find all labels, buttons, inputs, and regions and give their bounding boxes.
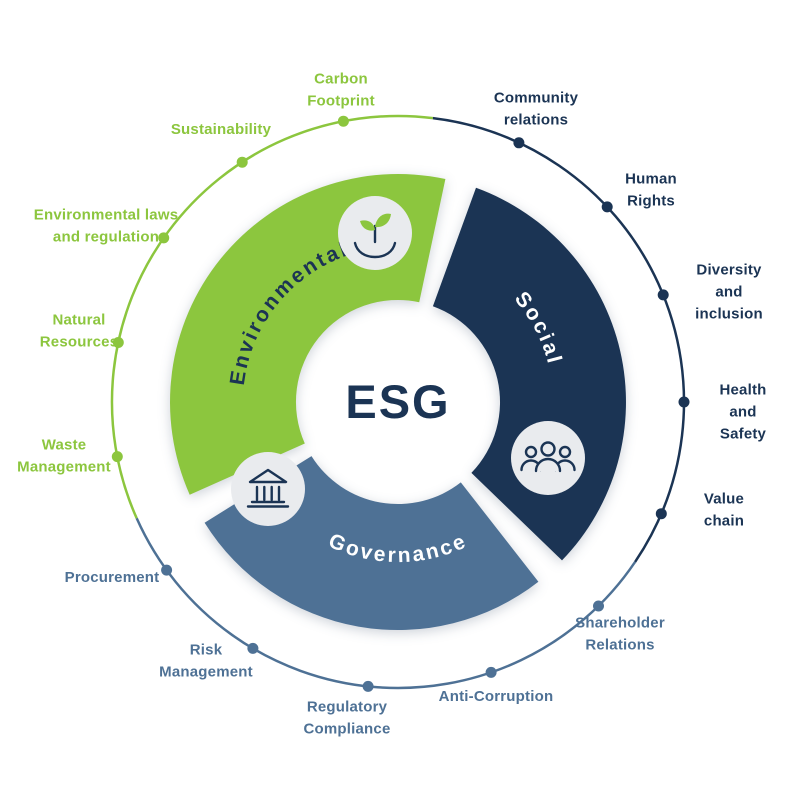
satellite-label-risk-management: Risk Management: [159, 641, 253, 680]
bank-building-icon: [231, 452, 305, 526]
satellite-dot-health-safety: [678, 396, 690, 408]
satellite-dot-carbon-footprint: [337, 115, 349, 127]
satellite-dot-shareholder-relations: [593, 600, 604, 612]
satellite-dot-regulatory-compliance: [362, 680, 374, 692]
satellite-label-value-chain: Value chain: [703, 490, 745, 529]
satellite-dot-diversity-inclusion: [657, 289, 669, 301]
satellite-dot-waste-management: [111, 451, 123, 463]
satellite-label-human-rights: Human Rights: [625, 170, 677, 209]
satellite-dot-sustainability: [236, 156, 248, 168]
satellite-label-natural-resources: Natural Resources: [39, 311, 119, 350]
satellite-label-waste-management: Waste Management: [17, 436, 111, 475]
satellite-label-health-safety: Health and Safety: [719, 381, 767, 442]
satellite-label-sustainability: Sustainability: [170, 121, 272, 139]
satellite-dot-anti-corruption: [485, 666, 497, 678]
satellite-label-anti-corruption: Anti-Corruption: [438, 688, 554, 706]
satellite-dot-risk-management: [247, 642, 259, 654]
satellite-dot-natural-resources: [112, 337, 124, 348]
satellite-label-environmental-laws: Environmental laws and regulation: [33, 206, 179, 245]
satellite-label-carbon-footprint: Carbon Footprint: [307, 70, 375, 109]
satellite-dot-value-chain: [655, 508, 667, 520]
plant-in-hand-icon: [338, 196, 412, 270]
satellite-dot-environmental-laws: [158, 232, 170, 244]
satellite-dots: [111, 115, 690, 692]
satellite-label-shareholder-relations: Shareholder Relations: [575, 614, 665, 653]
satellite-dot-human-rights: [601, 201, 613, 213]
satellite-label-community-relations: Community relations: [493, 89, 579, 128]
satellite-label-regulatory-compliance: Regulatory Compliance: [303, 698, 391, 737]
satellite-dot-procurement: [161, 564, 173, 576]
esg-center-title: ESG: [345, 375, 450, 428]
satellite-label-procurement: Procurement: [64, 569, 160, 587]
people-group-icon: [511, 421, 585, 495]
satellite-dot-community-relations: [513, 137, 525, 149]
satellite-label-diversity-inclusion: Diversity and inclusion: [695, 261, 763, 322]
